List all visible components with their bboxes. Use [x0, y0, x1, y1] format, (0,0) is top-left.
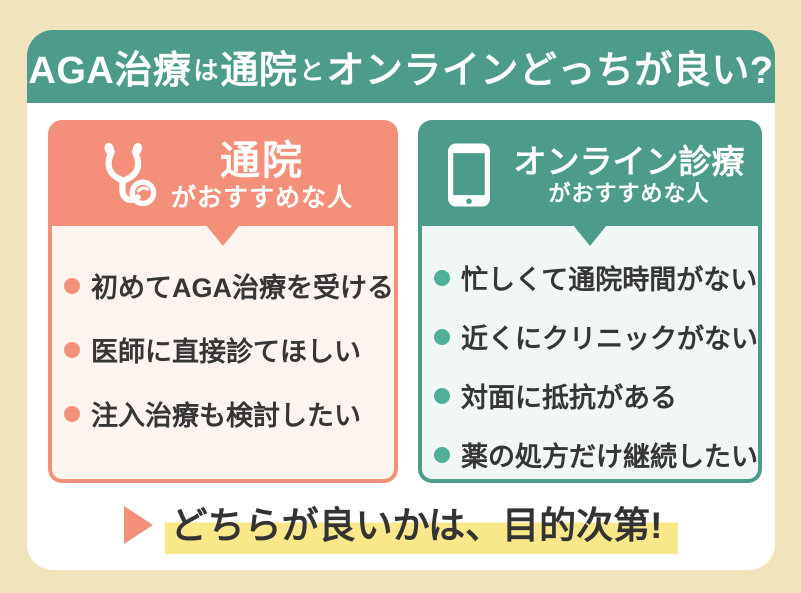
clinic-card-title: 通院 [219, 138, 304, 183]
list-item: 初めてAGA治療を受ける [64, 266, 394, 305]
title-segment: 通院 [220, 50, 298, 92]
online-card: オンライン診療 がおすすめな人 忙しくて通院時間がない 近くにクリニックがない … [418, 120, 762, 483]
online-card-header: オンライン診療 がおすすめな人 [422, 124, 758, 226]
conclusion-banner: どちらが良いかは、目的次第! [27, 495, 775, 554]
bullet-dot-icon [64, 341, 80, 358]
online-card-subtitle: がおすすめな人 [548, 181, 710, 207]
list-item: 忙しくて通院時間がない [434, 258, 758, 297]
list-item: 薬の処方だけ継続したい [434, 435, 758, 474]
online-card-titles: オンライン診療 がおすすめな人 [514, 143, 745, 206]
list-item: 対面に抵抗がある [434, 376, 758, 415]
online-recommend-list: 忙しくて通院時間がない 近くにクリニックがない 対面に抵抗がある 薬の処方だけ継… [422, 226, 758, 479]
title-segment: と [299, 56, 325, 85]
bullet-dot-icon [64, 405, 80, 422]
list-item-text: 近くにクリニックがない [461, 324, 758, 354]
online-pointer-triangle [573, 225, 607, 246]
list-item-text: 注入治療も検討したい [91, 401, 361, 431]
clinic-pointer-triangle [206, 225, 240, 246]
main-content-card: AGA治療は通院とオンラインどっちが良い? [27, 30, 775, 570]
bullet-dot-icon [434, 269, 450, 286]
online-card-title: オンライン診療 [513, 143, 745, 181]
list-item-text: 医師に直接診てほしい [91, 337, 361, 367]
clinic-card-titles: 通院 がおすすめな人 [171, 138, 353, 213]
list-item-text: 薬の処方だけ継続したい [461, 442, 758, 472]
stethoscope-icon [93, 135, 159, 215]
smartphone-icon [436, 135, 502, 215]
clinic-card: 通院 がおすすめな人 初めてAGA治療を受ける 医師に直接診てほしい 注入治療も… [48, 120, 398, 483]
title-segment: オンラインどっちが良い? [326, 50, 774, 92]
list-item-text: 対面に抵抗がある [461, 383, 677, 413]
list-item: 近くにクリニックがない [434, 317, 758, 356]
clinic-recommend-list: 初めてAGA治療を受ける 医師に直接診てほしい 注入治療も検討したい [52, 226, 394, 479]
comparison-cards-row: 通院 がおすすめな人 初めてAGA治療を受ける 医師に直接診てほしい 注入治療も… [27, 103, 775, 483]
bullet-dot-icon [434, 328, 450, 345]
list-item-text: 忙しくて通院時間がない [461, 265, 758, 295]
title-segment: AGA治療 [28, 50, 192, 92]
bullet-dot-icon [434, 387, 450, 404]
clinic-card-subtitle: がおすすめな人 [170, 183, 353, 212]
clinic-card-header: 通院 がおすすめな人 [52, 124, 394, 226]
bullet-dot-icon [64, 277, 80, 294]
arrow-right-icon [123, 505, 153, 544]
page-title: AGA治療は通院とオンラインどっちが良い? [27, 30, 775, 103]
title-segment: は [193, 56, 219, 85]
list-item: 注入治療も検討したい [64, 394, 394, 433]
list-item: 医師に直接診てほしい [64, 330, 394, 369]
conclusion-text: どちらが良いかは、目的次第! [164, 495, 679, 554]
bullet-dot-icon [434, 446, 450, 463]
list-item-text: 初めてAGA治療を受ける [91, 273, 394, 303]
